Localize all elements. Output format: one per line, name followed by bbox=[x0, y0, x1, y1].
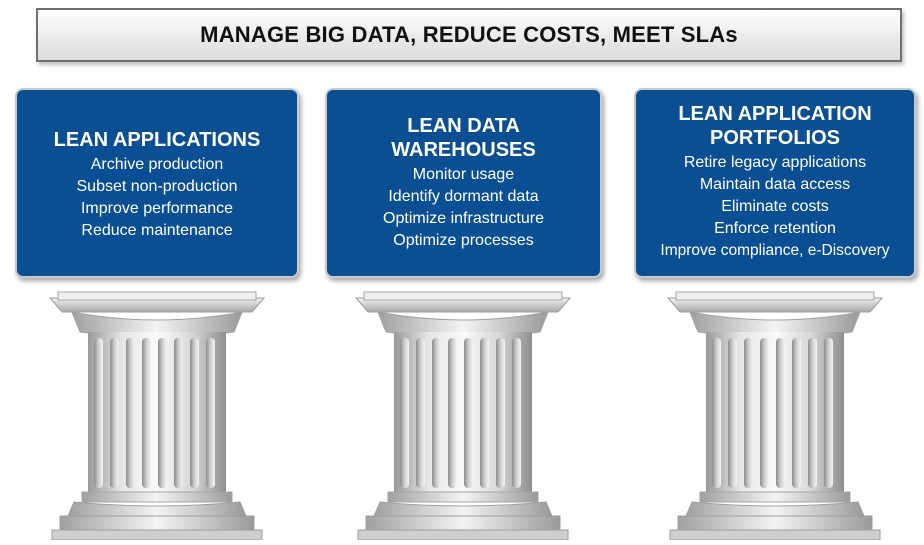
pillar-item: Reduce maintenance bbox=[81, 222, 233, 239]
page-title: MANAGE BIG DATA, REDUCE COSTS, MEET SLAs bbox=[200, 22, 738, 47]
pillar-title: LEAN DATA WAREHOUSES bbox=[391, 115, 536, 161]
pillar-item: Retire legacy applications bbox=[683, 154, 867, 171]
pillar-title: LEAN APPLICATIONS bbox=[53, 129, 261, 151]
header-banner: MANAGE BIG DATA, REDUCE COSTS, MEET SLAs bbox=[36, 8, 902, 62]
column-icon bbox=[44, 288, 270, 541]
pillar-item: Improve performance bbox=[80, 200, 234, 217]
pillar-item: Subset non-production bbox=[76, 178, 238, 195]
pillar-card-lean-data-warehouses: LEAN DATA WAREHOUSES Monitor usage Ident… bbox=[325, 88, 602, 278]
pillar-item: Optimize infrastructure bbox=[383, 210, 544, 227]
pillar-item: Eliminate costs bbox=[721, 198, 829, 215]
pillar-item: Enforce retention bbox=[714, 220, 836, 237]
pillar-item: Identify dormant data bbox=[388, 188, 539, 205]
column-icon bbox=[350, 288, 576, 541]
pillar-item: Monitor usage bbox=[412, 166, 515, 183]
pillar-card-lean-application-portfolios: LEAN APPLICATION PORTFOLIOS Retire legac… bbox=[634, 88, 916, 278]
pillar-item: Improve compliance, e-Discovery bbox=[660, 242, 890, 259]
pillar-item: Maintain data access bbox=[699, 176, 851, 193]
pillar-item: Archive production bbox=[90, 156, 224, 173]
pillar-title: LEAN APPLICATION PORTFOLIOS bbox=[678, 103, 872, 149]
pillar-item: Optimize processes bbox=[393, 232, 534, 249]
pillar-card-lean-applications: LEAN APPLICATIONS Archive production Sub… bbox=[15, 88, 299, 278]
column-icon bbox=[662, 288, 888, 541]
